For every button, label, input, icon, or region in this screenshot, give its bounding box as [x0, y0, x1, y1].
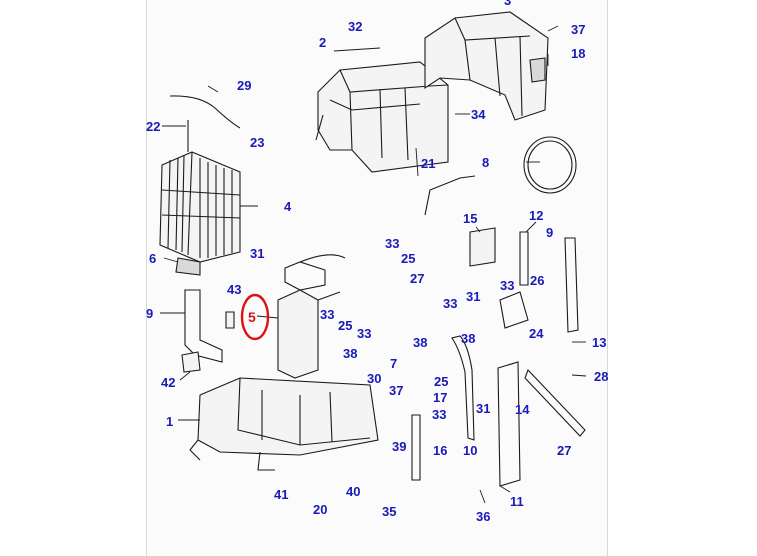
callout-41: 41: [274, 487, 288, 502]
callout-38-a: 38: [343, 346, 357, 361]
panel-part-10: [497, 361, 521, 487]
callout-11: 11: [510, 494, 524, 509]
callout-27-b: 27: [557, 443, 571, 458]
callout-22: 22: [146, 119, 160, 134]
callout-1: 1: [166, 414, 173, 429]
leader-lines: [160, 25, 587, 504]
callout-16: 16: [433, 443, 447, 458]
callout-31-b: 31: [466, 289, 480, 304]
callout-15: 15: [463, 211, 477, 226]
top-housing-part-3: [424, 11, 549, 121]
callout-33-c: 33: [357, 326, 371, 341]
callout-25-c: 25: [434, 374, 448, 389]
evaporator-core-part-4: [159, 151, 241, 263]
callout-21: 21: [421, 156, 435, 171]
actuator-part-24: [499, 291, 529, 329]
callout-29: 29: [237, 78, 251, 93]
callout-38-b: 38: [461, 331, 475, 346]
callout-38-c: 38: [413, 335, 427, 350]
callout-2: 2: [319, 35, 326, 50]
callout-40: 40: [346, 484, 360, 499]
callout-33-a: 33: [385, 236, 399, 251]
callout-13: 13: [592, 335, 606, 350]
duct-part-9-right: [564, 237, 579, 333]
callout-23: 23: [250, 135, 264, 150]
callout-3: 3: [504, 0, 511, 8]
callout-5-highlighted: 5: [248, 309, 256, 325]
callout-17: 17: [433, 390, 447, 405]
harness-part-21: [424, 175, 476, 216]
callout-labels: 1 2 3 4 5 6 7 8 9 9 10 11 12 13 14 15 16…: [146, 0, 608, 524]
callout-26: 26: [530, 273, 544, 288]
callout-25-a: 25: [401, 251, 415, 266]
belt-ring-part-8: [523, 136, 577, 194]
callout-37-b: 37: [389, 383, 403, 398]
callout-24: 24: [529, 326, 544, 341]
highlight-ring: [240, 293, 270, 341]
hose-part-10-17: [451, 335, 475, 441]
callout-43: 43: [227, 282, 241, 297]
callout-32: 32: [348, 19, 362, 34]
bracket-part-6: [175, 257, 201, 276]
callout-33-e: 33: [432, 407, 446, 422]
lever-part-12: [519, 231, 529, 286]
callout-42: 42: [161, 375, 175, 390]
hose-part-16: [411, 414, 421, 481]
callout-33-b: 33: [320, 307, 334, 322]
callout-9-left: 9: [146, 306, 153, 321]
callout-7: 7: [390, 356, 397, 371]
callout-18: 18: [571, 46, 585, 61]
callout-31-a: 31: [250, 246, 264, 261]
callout-37-a: 37: [571, 22, 585, 37]
callout-28: 28: [594, 369, 608, 384]
grommet-part-42: [181, 351, 201, 373]
upper-housing-part-2: [315, 61, 449, 173]
rod-part-14: [524, 368, 586, 437]
callout-6: 6: [149, 251, 156, 266]
callout-34: 34: [471, 107, 486, 122]
callout-30: 30: [367, 371, 381, 386]
callout-4: 4: [284, 199, 292, 214]
callout-25-b: 25: [338, 318, 352, 333]
callout-14: 14: [515, 402, 530, 417]
callout-31-c: 31: [476, 401, 490, 416]
sensor-wire-part-29: [169, 95, 241, 129]
callout-20: 20: [313, 502, 327, 517]
module-part-15: [469, 227, 496, 267]
callout-33-d: 33: [443, 296, 457, 311]
clip-part-43: [225, 311, 235, 329]
callout-35: 35: [382, 504, 396, 519]
callout-9-right: 9: [546, 225, 553, 240]
callout-33-f: 33: [500, 278, 514, 293]
belt-ring-inner: [527, 140, 573, 190]
callout-36: 36: [476, 509, 490, 524]
heater-core-part-5: [277, 254, 346, 379]
callout-39: 39: [392, 439, 406, 454]
callout-12: 12: [529, 208, 543, 223]
duct-part-9-left: [184, 289, 223, 363]
callout-27-a: 27: [410, 271, 424, 286]
lower-case-part-1: [189, 377, 379, 471]
callout-8: 8: [482, 155, 489, 170]
callout-10: 10: [463, 443, 477, 458]
